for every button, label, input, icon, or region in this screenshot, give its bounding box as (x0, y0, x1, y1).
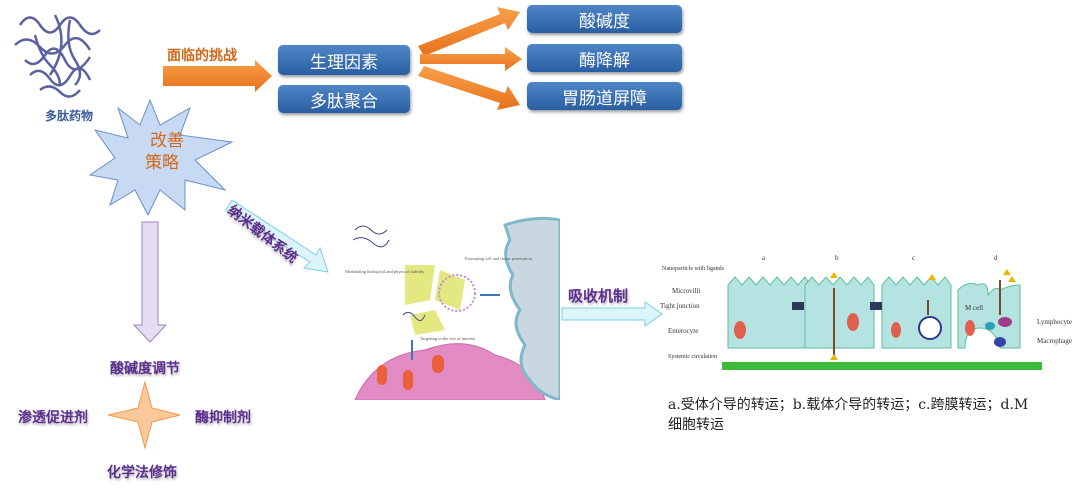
strategy-label: 改善 策略 (145, 130, 184, 174)
absorption-arrow (561, 301, 663, 327)
circulation-bar (722, 362, 1042, 370)
peptide-protein-image (14, 14, 101, 98)
nanocarrier-figure: Modulating biological and physical stabi… (345, 216, 560, 400)
starburst-shape (88, 98, 234, 217)
panel-c: c (912, 254, 915, 262)
label-mcell: M cell (965, 304, 983, 312)
strategy-line-1: 改善 (150, 131, 184, 151)
absorption-label: 吸收机制 (568, 287, 629, 305)
challenge-arrow (163, 60, 272, 92)
label-systemic: Systemic circulation (668, 354, 717, 360)
label-microvilli: Microvilli (672, 287, 700, 295)
subfactor-ph: 酸碱度 (527, 5, 682, 33)
label-lymphocyte: Lymphocyte (1037, 318, 1072, 326)
subfactor-enzyme: 酶降解 (527, 44, 682, 72)
targeting-text: Targeting to the site of interest (420, 336, 476, 341)
stability-text: Modulating biological and physical stabi… (345, 269, 425, 274)
challenge-label: 面临的挑战 (167, 48, 237, 64)
panel-d: d (994, 254, 998, 262)
factor-aggregation: 多肽聚合 (278, 85, 410, 113)
penetration-text: Promoting cell and tissue penetration (465, 256, 533, 261)
caption: a.受体介导的转运；b.载体介导的转运；c.跨膜转运；d.M细胞转运 (668, 397, 1029, 433)
nano-arrow (225, 199, 329, 273)
four-point-star (107, 380, 181, 450)
arrow-to-barrier (418, 66, 520, 110)
down-arrow (132, 221, 168, 343)
strategy-ph: 酸碱度调节 (110, 361, 180, 377)
absorption-figure: a b c d Nanoparticle with ligands Microv… (660, 254, 1072, 370)
drug-label: 多肽药物 (45, 109, 94, 123)
panel-a: a (762, 254, 766, 262)
label-nanoparticle: Nanoparticle with ligands (662, 266, 725, 272)
label-tight-junction: Tight junction (660, 302, 700, 310)
strategy-chemical: 化学法修饰 (107, 465, 177, 481)
subfactor-barrier: 胃肠道屏障 (527, 82, 682, 110)
arrow-to-ph (418, 7, 520, 56)
panel-b: b (835, 254, 839, 262)
factor-physiological: 生理因素 (278, 45, 410, 75)
strategy-inhibitor: 酶抑制剂 (195, 410, 251, 426)
strategy-enhancer: 渗透促进剂 (18, 410, 88, 426)
strategy-line-2: 策略 (145, 153, 179, 173)
arrow-to-enzyme (420, 47, 522, 71)
label-macrophage: Macrophage (1037, 337, 1072, 345)
label-enterocyte: Enterocyte (668, 327, 698, 335)
